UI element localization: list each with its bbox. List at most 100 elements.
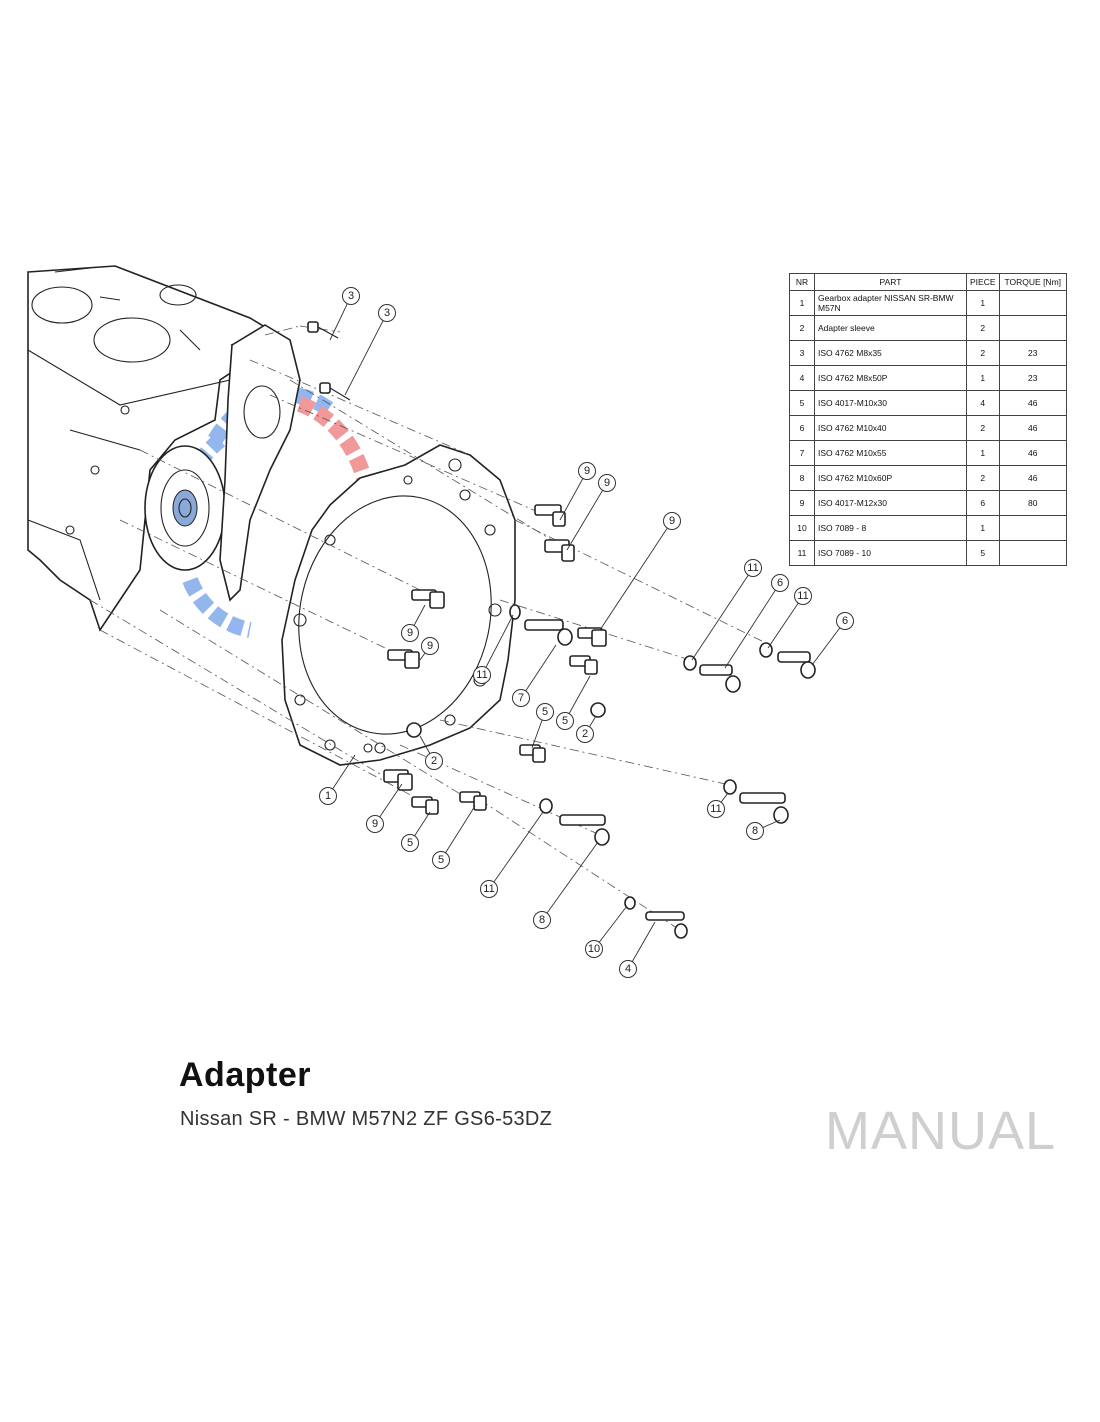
cell-piece: 2 xyxy=(966,340,1000,366)
leader-line xyxy=(691,567,754,661)
callout-circle xyxy=(836,612,854,630)
callout-circle xyxy=(512,689,530,707)
callout-number: 1 xyxy=(325,790,331,802)
leader-line xyxy=(767,595,804,649)
callout-6: 6 xyxy=(724,574,789,669)
cell-piece: 5 xyxy=(966,540,1000,566)
cell-torque xyxy=(998,315,1068,341)
callout-circle xyxy=(771,574,789,592)
callout-circle xyxy=(401,834,419,852)
bolt-9a xyxy=(534,504,566,527)
cell-torque xyxy=(998,290,1068,316)
header-piece: PIECE xyxy=(966,273,1000,291)
cell-torque: 46 xyxy=(998,390,1068,416)
leader-line xyxy=(566,482,608,551)
cell-nr: 2 xyxy=(789,315,815,341)
callout-4: 4 xyxy=(619,921,656,978)
callout-number: 9 xyxy=(669,515,675,527)
cell-torque: 23 xyxy=(998,340,1068,366)
leader-line xyxy=(559,470,588,521)
engine-block xyxy=(27,265,272,632)
cell-nr: 4 xyxy=(789,365,815,391)
callout-circle xyxy=(432,851,450,869)
callout-number: 5 xyxy=(438,854,444,866)
rear-engine-plate xyxy=(219,324,301,602)
cell-torque: 46 xyxy=(998,415,1068,441)
callout-number: 9 xyxy=(407,627,413,639)
leader-line xyxy=(811,620,846,666)
cell-part: ISO 4762 M8x50P xyxy=(814,365,967,391)
cell-nr: 6 xyxy=(789,415,815,441)
callout-circle xyxy=(480,880,498,898)
callout-3: 3 xyxy=(329,287,360,341)
callout-number: 10 xyxy=(588,943,600,955)
callout-6: 6 xyxy=(811,612,854,666)
callout-circle xyxy=(425,752,443,770)
callout-11: 11 xyxy=(480,811,544,898)
cell-torque xyxy=(998,515,1068,541)
callout-circle xyxy=(378,304,396,322)
assembly-axis-lines xyxy=(89,325,771,931)
crankshaft-flange xyxy=(144,445,226,571)
bolt-9c xyxy=(411,589,445,609)
callout-circle xyxy=(744,559,762,577)
sleeve-2a xyxy=(590,702,606,718)
bolt-5a xyxy=(569,655,598,675)
callout-number: 3 xyxy=(384,307,390,319)
callout-circle xyxy=(578,462,596,480)
leader-line xyxy=(440,805,476,861)
callout-circle xyxy=(794,587,812,605)
callout-circle xyxy=(421,637,439,655)
cell-nr: 3 xyxy=(789,340,815,366)
leader-line xyxy=(520,644,557,699)
cell-nr: 5 xyxy=(789,390,815,416)
cell-piece: 2 xyxy=(966,465,1000,491)
callout-circle xyxy=(598,474,616,492)
cell-nr: 8 xyxy=(789,465,815,491)
callout-circle xyxy=(342,287,360,305)
cell-part: Gearbox adapter NISSAN SR-BMW M57N xyxy=(814,290,967,316)
cell-nr: 11 xyxy=(789,540,815,566)
bolt-9d xyxy=(387,649,420,669)
callout-number: 11 xyxy=(797,590,808,602)
cell-torque: 46 xyxy=(998,440,1068,466)
manual-watermark: MANUAL xyxy=(825,1101,1057,1161)
leader-line xyxy=(627,921,656,970)
callout-9: 9 xyxy=(559,462,596,521)
callout-5: 5 xyxy=(401,811,431,852)
callout-8: 8 xyxy=(533,841,599,929)
callout-circle xyxy=(473,666,491,684)
bolt-6a xyxy=(699,664,741,693)
callout-number: 9 xyxy=(584,465,590,477)
header-nr: NR xyxy=(789,273,815,291)
washer-11b xyxy=(683,655,697,671)
cell-piece: 1 xyxy=(966,515,1000,541)
callout-10: 10 xyxy=(585,905,628,958)
callout-11: 11 xyxy=(767,587,812,649)
bolt-9b xyxy=(544,539,575,562)
callout-9: 9 xyxy=(419,637,439,661)
callout-circle xyxy=(533,911,551,929)
gearbox-adapter-plate xyxy=(281,444,516,766)
cell-nr: 1 xyxy=(789,290,815,316)
cell-piece: 4 xyxy=(966,390,1000,416)
cell-part: ISO 7089 - 10 xyxy=(814,540,967,566)
callout-5: 5 xyxy=(432,805,476,869)
callout-number: 11 xyxy=(710,803,721,815)
cell-torque: 23 xyxy=(998,365,1068,391)
callout-7: 7 xyxy=(512,644,557,707)
leader-line xyxy=(344,312,388,396)
header-torque: TORQUE [Nm] xyxy=(998,273,1068,291)
callout-circle xyxy=(576,725,594,743)
callout-number: 9 xyxy=(427,640,433,652)
callout-number: 8 xyxy=(752,825,758,837)
callout-number: 2 xyxy=(582,728,588,740)
